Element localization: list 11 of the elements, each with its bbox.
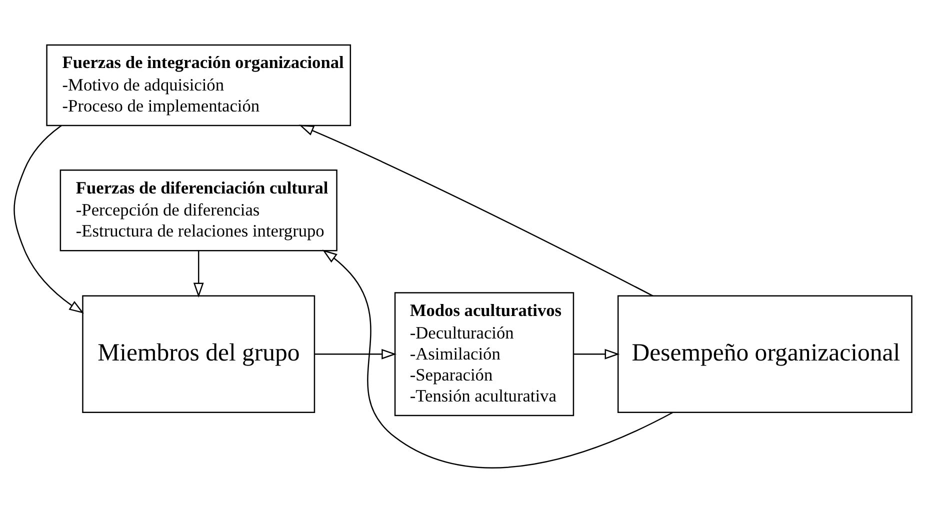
node-box: Fuerzas de integración organizacional -Motivo de adquisición -Proceso de implementación xyxy=(46,44,351,126)
arrow xyxy=(298,124,653,296)
arrow xyxy=(573,348,620,360)
arrow xyxy=(192,250,204,298)
node-box: Miembros del grupo xyxy=(82,295,315,413)
node-box: Modos aculturativos -Deculturación -Asimilación -Separación -Tensión aculturativa xyxy=(394,292,574,416)
node-box: Fuerzas de diferenciación cultural -Percepción de diferencias -Estructura de relaciones intergrupo xyxy=(59,170,337,252)
arrow xyxy=(322,250,673,468)
arrow xyxy=(13,125,84,314)
arrow xyxy=(314,348,396,360)
node-box: Desempeño organizacional xyxy=(616,295,912,413)
